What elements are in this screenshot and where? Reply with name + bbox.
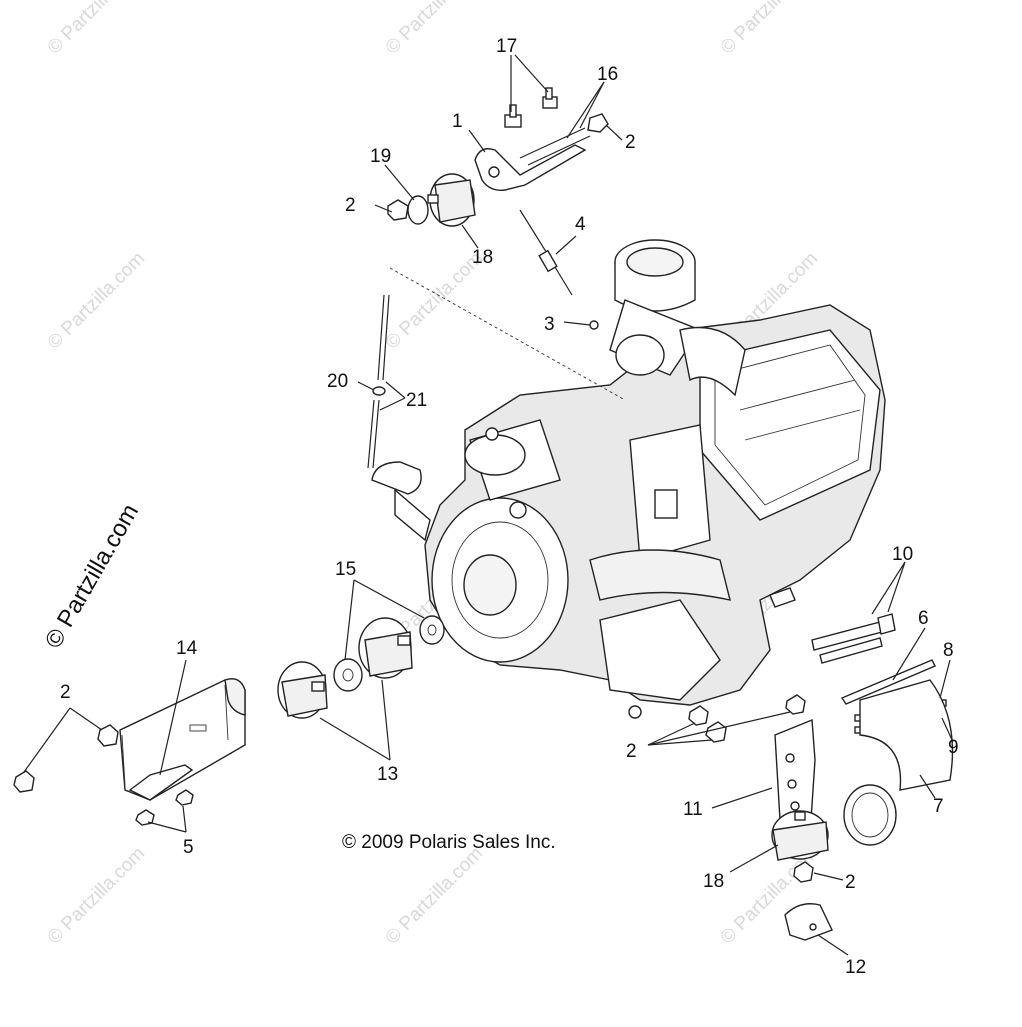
callout-21: 21: [406, 390, 427, 411]
part-16-shim: [527, 135, 591, 166]
callout-18: 18: [703, 871, 724, 892]
part-4-sensor: [538, 249, 558, 273]
callout-14: 14: [176, 638, 198, 659]
part-2-nut: [688, 705, 709, 726]
callout-10: 10: [892, 544, 913, 565]
engine-assembly: [371, 239, 886, 719]
part-12-clip: [784, 903, 833, 941]
part-2-nut: [785, 694, 806, 715]
part-5-nut: [175, 789, 194, 806]
reference-line: [389, 267, 626, 401]
callout-9: 9: [948, 737, 959, 758]
callout-19: 19: [370, 146, 391, 167]
part-6-gasket: [840, 659, 936, 705]
callout-5: 5: [183, 837, 194, 858]
callout-2: 2: [626, 741, 637, 762]
callout-4: 4: [575, 214, 586, 235]
callout-2: 2: [60, 682, 71, 703]
part-2-nut: [13, 770, 35, 793]
part-19-washer: [407, 195, 429, 225]
callout-8: 8: [943, 640, 954, 661]
callout-2: 2: [345, 195, 356, 216]
part-10-bolts: [811, 613, 896, 664]
copyright-text: © 2009 Polaris Sales Inc.: [342, 832, 556, 853]
callout-7: 7: [933, 796, 944, 817]
part-1-bracket: [474, 144, 587, 191]
callout-11: 11: [683, 799, 703, 820]
callout-20: 20: [327, 371, 348, 392]
part-16-shim: [519, 127, 586, 159]
part-3-nut: [589, 320, 599, 330]
part-21-dipstick: [367, 294, 390, 469]
part-17-bolts: [504, 87, 558, 128]
part-18-mount: [427, 173, 476, 227]
part-14-bracket: [119, 678, 246, 801]
part-15-washers: [333, 615, 445, 692]
side-watermark: © Partzilla.com: [40, 499, 144, 653]
callout-17: 17: [496, 36, 517, 57]
watermark: © Partzilla.com: [44, 248, 149, 353]
part-2-nut: [387, 199, 409, 221]
callout-2: 2: [625, 132, 636, 153]
watermark: © Partzilla.com: [717, 0, 822, 59]
callout-15: 15: [335, 559, 356, 580]
part-7-duct: [843, 679, 954, 846]
callout-3: 3: [544, 314, 555, 335]
part-2-nut: [97, 724, 119, 747]
watermark: © Partzilla.com: [44, 0, 149, 59]
part-2-nut: [705, 721, 727, 743]
part-18-mount: [771, 810, 829, 861]
callout-2: 2: [845, 872, 856, 893]
part-2-nut: [793, 861, 814, 883]
part-20-oring: [372, 386, 386, 396]
callout-16: 16: [597, 64, 618, 85]
callout-12: 12: [845, 957, 866, 978]
callout-6: 6: [918, 608, 929, 629]
callout-1: 1: [452, 111, 463, 132]
leader-lines: [23, 54, 954, 956]
callout-18: 18: [472, 247, 493, 268]
watermark: © Partzilla.com: [382, 843, 487, 948]
part-2-nut: [587, 113, 609, 133]
watermark: © Partzilla.com: [44, 843, 149, 948]
part-13-mounts: [277, 617, 413, 719]
callout-13: 13: [377, 764, 398, 785]
callout-labels: 1 2 2 2 2 2 3 4 5 6 7 8 9 10 11 12 13 14…: [60, 36, 959, 978]
watermark: © Partzilla.com: [382, 0, 487, 59]
